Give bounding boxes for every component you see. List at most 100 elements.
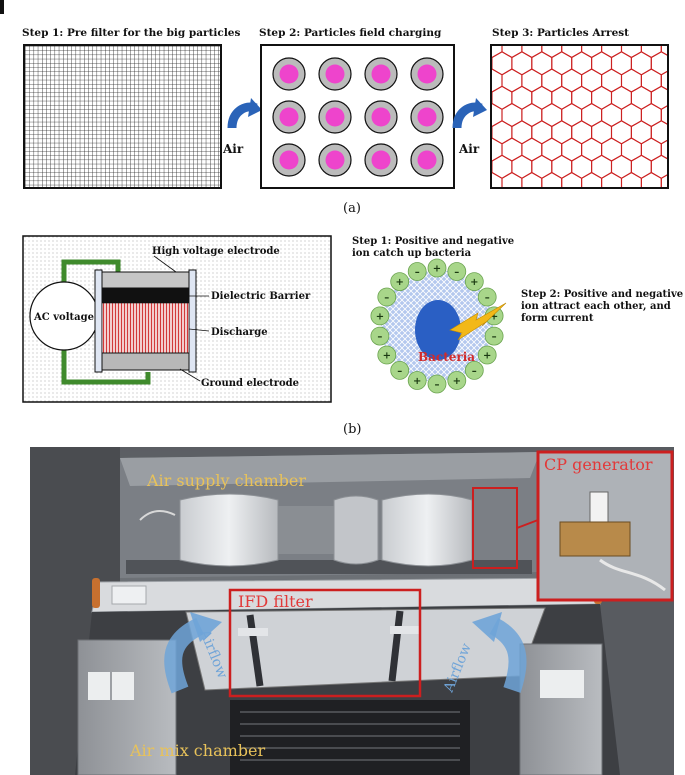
bact-step1-line2: ion catch up bacteria: [352, 248, 472, 259]
ion-ring: +–+–+–+–+–+–+–+–+–: [370, 258, 504, 394]
ac-voltage-label: AC voltage: [33, 312, 94, 323]
panel-b-dbd-schematic: AC voltage High voltage electrode Dielec…: [22, 235, 332, 403]
ion-sign: +: [413, 376, 421, 387]
honeycomb-cell: [631, 190, 651, 213]
honeycomb-cell: [681, 69, 685, 92]
ion-sign: –: [485, 293, 490, 304]
step3-title: Step 3: Particles Arrest: [492, 27, 629, 39]
honeycomb-cell: [601, 171, 623, 187]
honeycomb-cell: [541, 171, 563, 187]
ion-sign: +: [490, 311, 498, 322]
particle-core: [417, 107, 437, 127]
caption-b: (b): [343, 422, 361, 437]
honeycomb-cell: [651, 190, 671, 213]
honeycomb-cell: [532, 190, 552, 213]
ifd-filter-box: [228, 588, 422, 698]
ion-sign: +: [376, 311, 384, 322]
ion-sign: –: [472, 366, 477, 377]
particle-core: [325, 150, 345, 170]
honeycomb-cell: [561, 171, 583, 187]
ion-sign: +: [383, 351, 391, 362]
wire-bottom: [61, 336, 151, 385]
airflow-arrow-left-icon: [164, 617, 205, 694]
honeycomb-cell: [681, 138, 685, 161]
label-discharge: Discharge: [211, 327, 268, 338]
ion-circle: [377, 287, 397, 307]
particle-core: [279, 64, 299, 84]
particle-core: [417, 150, 437, 170]
ion-sign: –: [397, 366, 402, 377]
honeycomb-box: [490, 44, 669, 189]
honeycomb-cell: [592, 190, 612, 213]
ion-sign: –: [454, 267, 459, 278]
bact-step2-line1: Step 2: Positive and negative: [521, 289, 683, 300]
panel-c-photo: Air supply chamber CP generator IFD filt…: [30, 447, 674, 775]
corner-mark: [0, 0, 4, 14]
ion-sign: –: [384, 293, 389, 304]
discharge-region: [101, 302, 190, 354]
label-high-voltage: High voltage electrode: [152, 246, 280, 257]
ion-circle: [407, 262, 427, 281]
ion-circle: [390, 360, 410, 380]
label-cp-generator: CP generator: [544, 455, 653, 474]
honeycomb-cell: [501, 171, 523, 187]
ion-sign: +: [396, 277, 404, 288]
honeycomb-cell: [572, 190, 592, 213]
ion-sign: –: [377, 332, 382, 343]
particle-core: [371, 150, 391, 170]
particle-core: [279, 107, 299, 127]
ion-sign: +: [483, 351, 491, 362]
dielectric-barrier: [102, 288, 189, 303]
ion-sign: –: [415, 267, 420, 278]
caption-a: (a): [343, 201, 361, 216]
bacteria-core: [415, 300, 461, 360]
honeycomb-cell: [671, 190, 685, 213]
ion-circle: [464, 360, 484, 380]
air-label-right: Air: [458, 142, 480, 156]
ion-circle: [407, 371, 427, 390]
label-dielectric: Dielectric Barrier: [211, 291, 311, 302]
ground-electrode: [101, 352, 190, 371]
label-ground: Ground electrode: [201, 378, 299, 389]
ion-circle: [464, 272, 484, 292]
ion-sign: –: [492, 332, 497, 343]
particle-core: [325, 107, 345, 127]
honeycomb-cell: [492, 190, 512, 213]
bact-step1-line1: Step 1: Positive and negative: [352, 236, 514, 247]
airflow-arrow-right-icon: [489, 618, 527, 693]
ion-circle: [427, 258, 447, 278]
honeycomb-cell: [612, 190, 632, 213]
honeycomb-cell: [552, 190, 572, 213]
step1-title: Step 1: Pre filter for the big particles: [22, 27, 240, 39]
air-label-left: Air: [222, 142, 244, 156]
cp-generator-box: [536, 450, 674, 602]
label-ifd-filter: IFD filter: [238, 592, 313, 611]
ion-circle: [447, 262, 467, 281]
cabinet-left: [77, 639, 177, 775]
particle-core: [371, 107, 391, 127]
particle-core: [325, 64, 345, 84]
honeycomb-cell: [620, 171, 642, 187]
ion-circle: [370, 326, 390, 346]
honeycomb-cell: [640, 171, 662, 187]
honeycomb-cell: [671, 52, 685, 75]
ion-circle: [370, 306, 390, 326]
ion-circle: [377, 345, 397, 365]
prefilter-mesh: [23, 44, 222, 189]
ion-sign: +: [470, 277, 478, 288]
bact-step2-line2: ion attract each other, and: [521, 301, 671, 312]
ion-sign: –: [435, 380, 440, 391]
honeycomb-cell: [681, 35, 685, 58]
ion-sign: +: [453, 376, 461, 387]
high-voltage-electrode: [101, 271, 190, 289]
particle-core: [417, 64, 437, 84]
ion-sign: +: [433, 264, 441, 275]
ion-circle: [447, 371, 467, 390]
label-air-mix: Air mix chamber: [129, 741, 265, 760]
step2-title: Step 2: Particles field charging: [259, 27, 442, 39]
ion-circle: [390, 272, 410, 292]
honeycomb-cell: [521, 171, 543, 187]
particle-core: [371, 64, 391, 84]
honeycomb-cell: [671, 121, 685, 144]
honeycomb-cell: [512, 190, 532, 213]
